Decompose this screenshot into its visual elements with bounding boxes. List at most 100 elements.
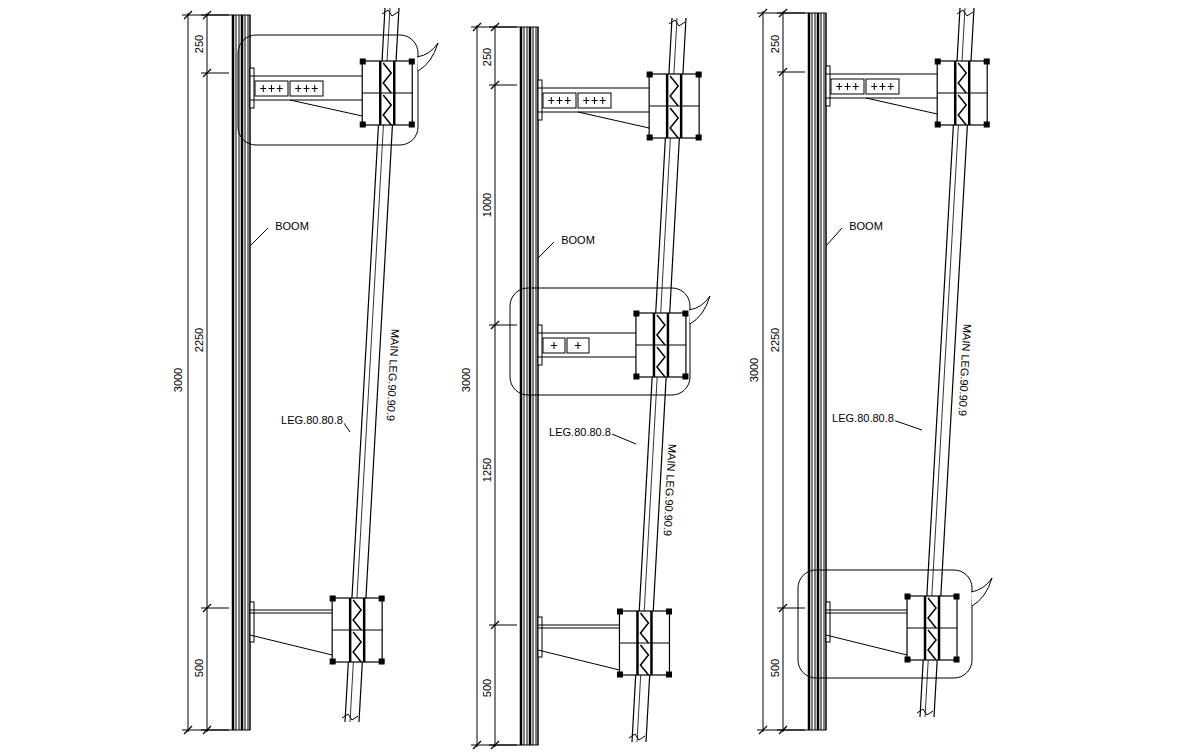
bracket-line [538,88,649,89]
dimension-tick [491,621,499,629]
clamp-bolt [680,74,683,138]
part-name: MAIN LEG.90.90.9 [662,443,679,538]
clamp-plate [649,74,699,138]
clamp-hatch [353,600,361,662]
bolt-mark [602,97,603,104]
bracing-member [290,100,362,116]
part-name: LEG.80.80.8 [548,426,612,438]
boom-plate [538,80,542,120]
leader-line [343,422,350,432]
bracket-line [250,100,362,101]
bolt-head [617,609,622,614]
boom-line [241,15,244,730]
extension-line [489,325,517,326]
bolt-head [617,672,622,677]
clamp-bolt [666,74,669,138]
splice-plate [578,93,611,108]
clamp-hatch [958,63,966,125]
leader-line [250,228,268,246]
boom-line [536,27,537,745]
clamp-hatch [928,598,936,660]
boom-line [527,27,528,745]
bolt-mark [271,85,272,92]
bolt-mark [874,83,875,90]
leader-line [893,420,922,430]
break-mark [629,734,645,740]
dimension-tick [184,11,192,19]
splice-plate [543,93,576,108]
boom-line [232,15,235,730]
extension-line [489,85,517,86]
bolt-head [984,59,989,64]
bracing-member [826,635,907,655]
dimension-line [763,11,764,732]
part-name: LEG.80.80.8 [831,412,895,424]
clamp-line [636,345,686,346]
bolt-head [379,596,384,601]
clamp-bolt [650,611,653,675]
dimension-tick [203,726,211,734]
dimension-tick [184,726,192,734]
boom-plate [826,66,830,106]
bolt-head [666,672,671,677]
bolt-head [647,135,652,140]
extension-line [201,73,229,74]
break-mark [669,20,685,26]
dimension-tick [779,9,787,17]
boom-line [824,13,825,730]
extension-line [777,13,805,14]
boom-member [233,15,250,730]
callout-tail [971,578,992,606]
dimension-tick [491,741,499,749]
clamp-bolt [667,313,670,377]
revision-cloud [510,288,690,395]
bolt-mark [554,342,555,349]
bolt-mark [594,97,595,104]
splice-plate [866,79,899,94]
bolt-head [634,311,639,316]
boom-line [529,27,532,745]
bolt-mark [882,83,883,90]
dimension-tick [473,23,481,31]
part-name: LEG.80.80.8 [280,414,344,426]
boom-line [808,13,811,730]
boom-line [524,27,525,745]
boom-plate [250,68,254,108]
bolt-head [330,659,335,664]
extension-line [777,72,805,73]
extension-line [489,745,517,746]
break-mark [917,709,933,715]
clamp-hatch [640,613,648,675]
bracket-line [826,613,907,614]
bolt-head [409,122,414,127]
boom-line [245,15,246,730]
clamp-hatch [670,76,678,138]
boom-line [815,13,816,730]
dimension: 500 [769,658,781,678]
clamp-plate [362,61,412,125]
clamp-plate [937,61,987,125]
bracket-line [250,613,332,614]
extension-line [201,15,229,16]
leader-line [826,228,842,246]
dimension-tick [491,81,499,89]
bolt-head [683,374,688,379]
bolt-head [905,657,910,662]
bracket-line [538,112,649,113]
clamp-hatch [657,315,665,377]
bolt-head [330,596,335,601]
bracing-member [866,98,937,114]
bolt-head [683,311,688,316]
bolt-mark [847,83,848,90]
splice-plate [831,79,864,94]
dimension-line [477,25,478,747]
bolt-head [954,657,959,662]
bolt-mark [279,85,280,92]
dimension: 3000 [748,357,760,383]
boom-plate [538,325,542,365]
bolt-head [634,374,639,379]
clamp-plate [907,596,957,660]
bolt-mark [855,83,856,90]
bracket-line [826,98,937,99]
clamp-plate [332,598,382,662]
